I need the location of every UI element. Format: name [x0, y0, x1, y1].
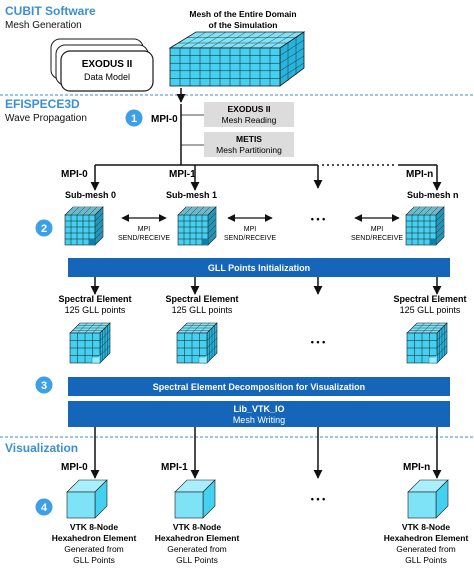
exodus-model-line1: EXODUS II	[82, 59, 133, 70]
send-receive-n-line2: SEND/RECEIVE	[351, 235, 403, 242]
vtk-label-0-line2: Hexahedron Element	[52, 533, 137, 543]
spectral-sub-1: 125 GLL points	[172, 305, 233, 315]
lib-vtk-bar	[68, 401, 450, 427]
submesh-label-n: Sub-mesh n	[407, 190, 459, 200]
viz-title: Visualization	[5, 441, 78, 455]
cubit-title: CUBIT Software	[5, 4, 96, 18]
spectral-sub-0: 125 GLL points	[65, 305, 126, 315]
vtk-label-0-line4: GLL Points	[73, 555, 115, 565]
viz-mpi-label-1: MPI-1	[161, 462, 188, 473]
submesh-cube-n	[405, 206, 445, 246]
spectral-title-1: Spectral Element	[165, 294, 238, 304]
submesh-cube-0	[64, 206, 104, 246]
send-receive-2-line1: MPI	[244, 226, 257, 233]
mesh-domain-line1: Mesh of the Entire Domain	[189, 9, 296, 19]
spectral-cube-0	[69, 322, 111, 364]
vtk-label-n-line3: Generated from	[396, 544, 456, 554]
send-receive-2-line2: SEND/RECEIVE	[224, 235, 276, 242]
spectral-cube-n	[406, 322, 448, 364]
viz-mpi-label-0: MPI-0	[61, 462, 88, 473]
step-3-circle: 3	[35, 376, 53, 394]
vtk-label-1-line3: Generated from	[167, 544, 227, 554]
submesh-label-0: Sub-mesh 0	[65, 190, 116, 200]
vtk-label-0-line3: Generated from	[64, 544, 124, 554]
submesh-cube-1	[177, 206, 217, 246]
send-receive-line1: MPI	[138, 226, 151, 233]
spectral-title-0: Spectral Element	[58, 294, 131, 304]
viz-mpi-label-n: MPI-n	[403, 462, 430, 473]
vtk-label-0-line1: VTK 8-Node	[70, 522, 118, 532]
send-receive-n-line1: MPI	[371, 226, 384, 233]
mpi-label-0: MPI-0	[61, 169, 88, 180]
cubit-subtitle: Mesh Generation	[5, 20, 82, 31]
gll-init-bar	[68, 258, 450, 277]
ellipsis-row3: • • •	[311, 337, 325, 347]
decomp-bar	[68, 377, 450, 396]
step-2-circle: 2	[35, 219, 53, 237]
vtk-label-n-line4: GLL Points	[405, 555, 447, 565]
lib-vtk-subtitle: Mesh Writing	[233, 415, 285, 425]
ellipsis-row4: • • •	[311, 494, 325, 504]
mesh-reading-box	[204, 102, 294, 127]
vtk-cube-0	[66, 479, 108, 519]
mesh-reading-subtitle: Mesh Reading	[222, 115, 277, 125]
vtk-label-n-line2: Hexahedron Element	[384, 533, 469, 543]
step-4-circle: 4	[35, 498, 53, 516]
spectral-sub-n: 125 GLL points	[400, 305, 461, 315]
efispec-subtitle: Wave Propagation	[5, 113, 87, 124]
vtk-cube-1	[174, 479, 216, 519]
lib-vtk-title: Lib_VTK_IO	[233, 404, 284, 414]
step-4-number: 4	[41, 502, 48, 514]
metis-subtitle: Mesh Partitioning	[216, 145, 282, 155]
step-3-number: 3	[41, 380, 47, 392]
step-2-number: 2	[41, 223, 47, 235]
mpi-label-1: MPI-1	[169, 169, 196, 180]
metis-box	[204, 132, 294, 157]
send-receive-line2: SEND/RECEIVE	[118, 235, 170, 242]
submesh-label-1: Sub-mesh 1	[166, 190, 217, 200]
efispec-title: EFISPECE3D	[5, 97, 80, 111]
vtk-label-n-line1: VTK 8-Node	[402, 522, 450, 532]
step-1-circle: 1	[125, 109, 143, 127]
ellipsis-row2: • • •	[311, 214, 325, 224]
exodus-model-stack	[50, 38, 154, 92]
mesh-reading-title: EXODUS II	[228, 104, 271, 114]
vtk-label-1-line4: GLL Points	[176, 555, 218, 565]
domain-mesh-slab	[168, 31, 306, 87]
vtk-cube-n	[407, 479, 449, 519]
gll-init-label: GLL Points Initialization	[208, 263, 310, 273]
metis-title: METIS	[236, 134, 262, 144]
step-1-number: 1	[131, 113, 137, 125]
exodus-model-line2: Data Model	[84, 72, 130, 82]
vtk-label-1-line1: VTK 8-Node	[173, 522, 221, 532]
mesh-domain-line2: of the Simulation	[209, 20, 278, 30]
spectral-title-n: Spectral Element	[393, 294, 466, 304]
spectral-cube-1	[176, 322, 218, 364]
mpi-label-n: MPI-n	[406, 169, 433, 180]
vtk-label-1-line2: Hexahedron Element	[155, 533, 240, 543]
decomp-label: Spectral Element Decomposition for Visua…	[153, 382, 365, 392]
mpi0-main-label: MPI-0	[151, 114, 178, 125]
